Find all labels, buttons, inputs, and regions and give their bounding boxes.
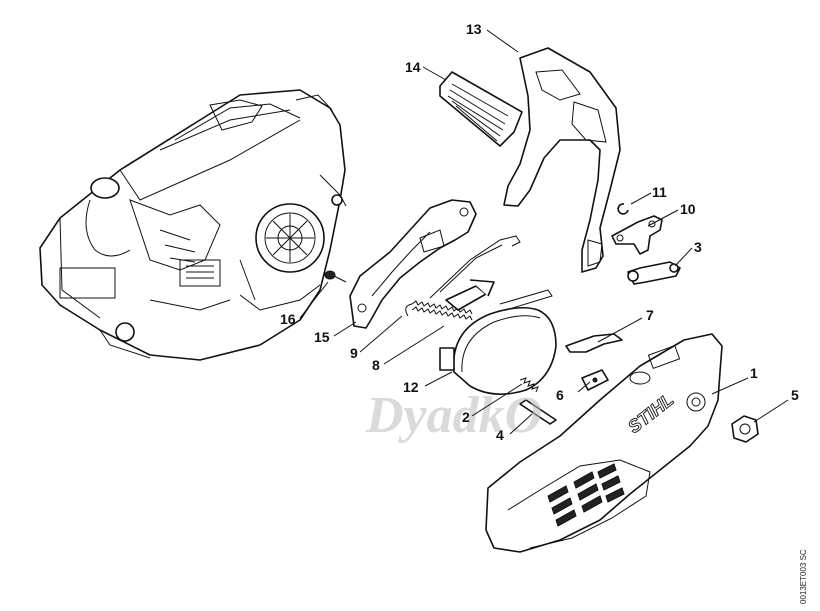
callout-14: 14: [405, 59, 421, 75]
part-10-lever: [611, 215, 663, 255]
part-2-spring: [519, 377, 539, 393]
callout-2: 2: [462, 409, 470, 425]
callout-6: 6: [556, 387, 564, 403]
drawing-reference: 0013ET003 SC: [799, 549, 808, 604]
part-6-block: [581, 369, 609, 391]
callout-15: 15: [314, 329, 330, 345]
callout-7: 7: [646, 307, 654, 323]
engine-housing: [39, 89, 347, 361]
part-9-spring: [429, 235, 521, 299]
spring-bracket: [445, 279, 495, 311]
part-12-brake-band: [439, 289, 557, 395]
watermark: DyadkO: [365, 387, 542, 444]
part-11-circlip: [617, 203, 629, 215]
part-16-screw: [324, 270, 347, 283]
part-8-coil-spring: [405, 300, 473, 321]
part-1-sprocket-cover: STIHL: [485, 333, 723, 553]
part-13-bracket: [503, 47, 621, 273]
part-15-side-plate: [349, 199, 477, 329]
leader-lines: [299, 29, 789, 435]
callout-16: 16: [280, 311, 296, 327]
callout-1: 1: [750, 365, 758, 381]
vent-slots: [547, 463, 625, 527]
callout-12: 12: [403, 379, 419, 395]
callout-11: 11: [652, 184, 667, 200]
callouts: 13 14 11 10 3 16 15 9 8 7 12 6 2 4 1 5: [280, 21, 799, 443]
callout-3: 3: [694, 239, 702, 255]
part-4-pin: [519, 399, 557, 425]
part-7-clip: [565, 333, 623, 353]
callout-5: 5: [791, 387, 799, 403]
callout-9: 9: [350, 345, 358, 361]
callout-8: 8: [372, 357, 380, 373]
callout-10: 10: [680, 201, 696, 217]
callout-4: 4: [496, 427, 504, 443]
part-3-pin: [627, 261, 681, 285]
part-5-nut: [731, 415, 759, 443]
callout-13: 13: [466, 21, 482, 37]
part-14-plate: [439, 71, 523, 147]
